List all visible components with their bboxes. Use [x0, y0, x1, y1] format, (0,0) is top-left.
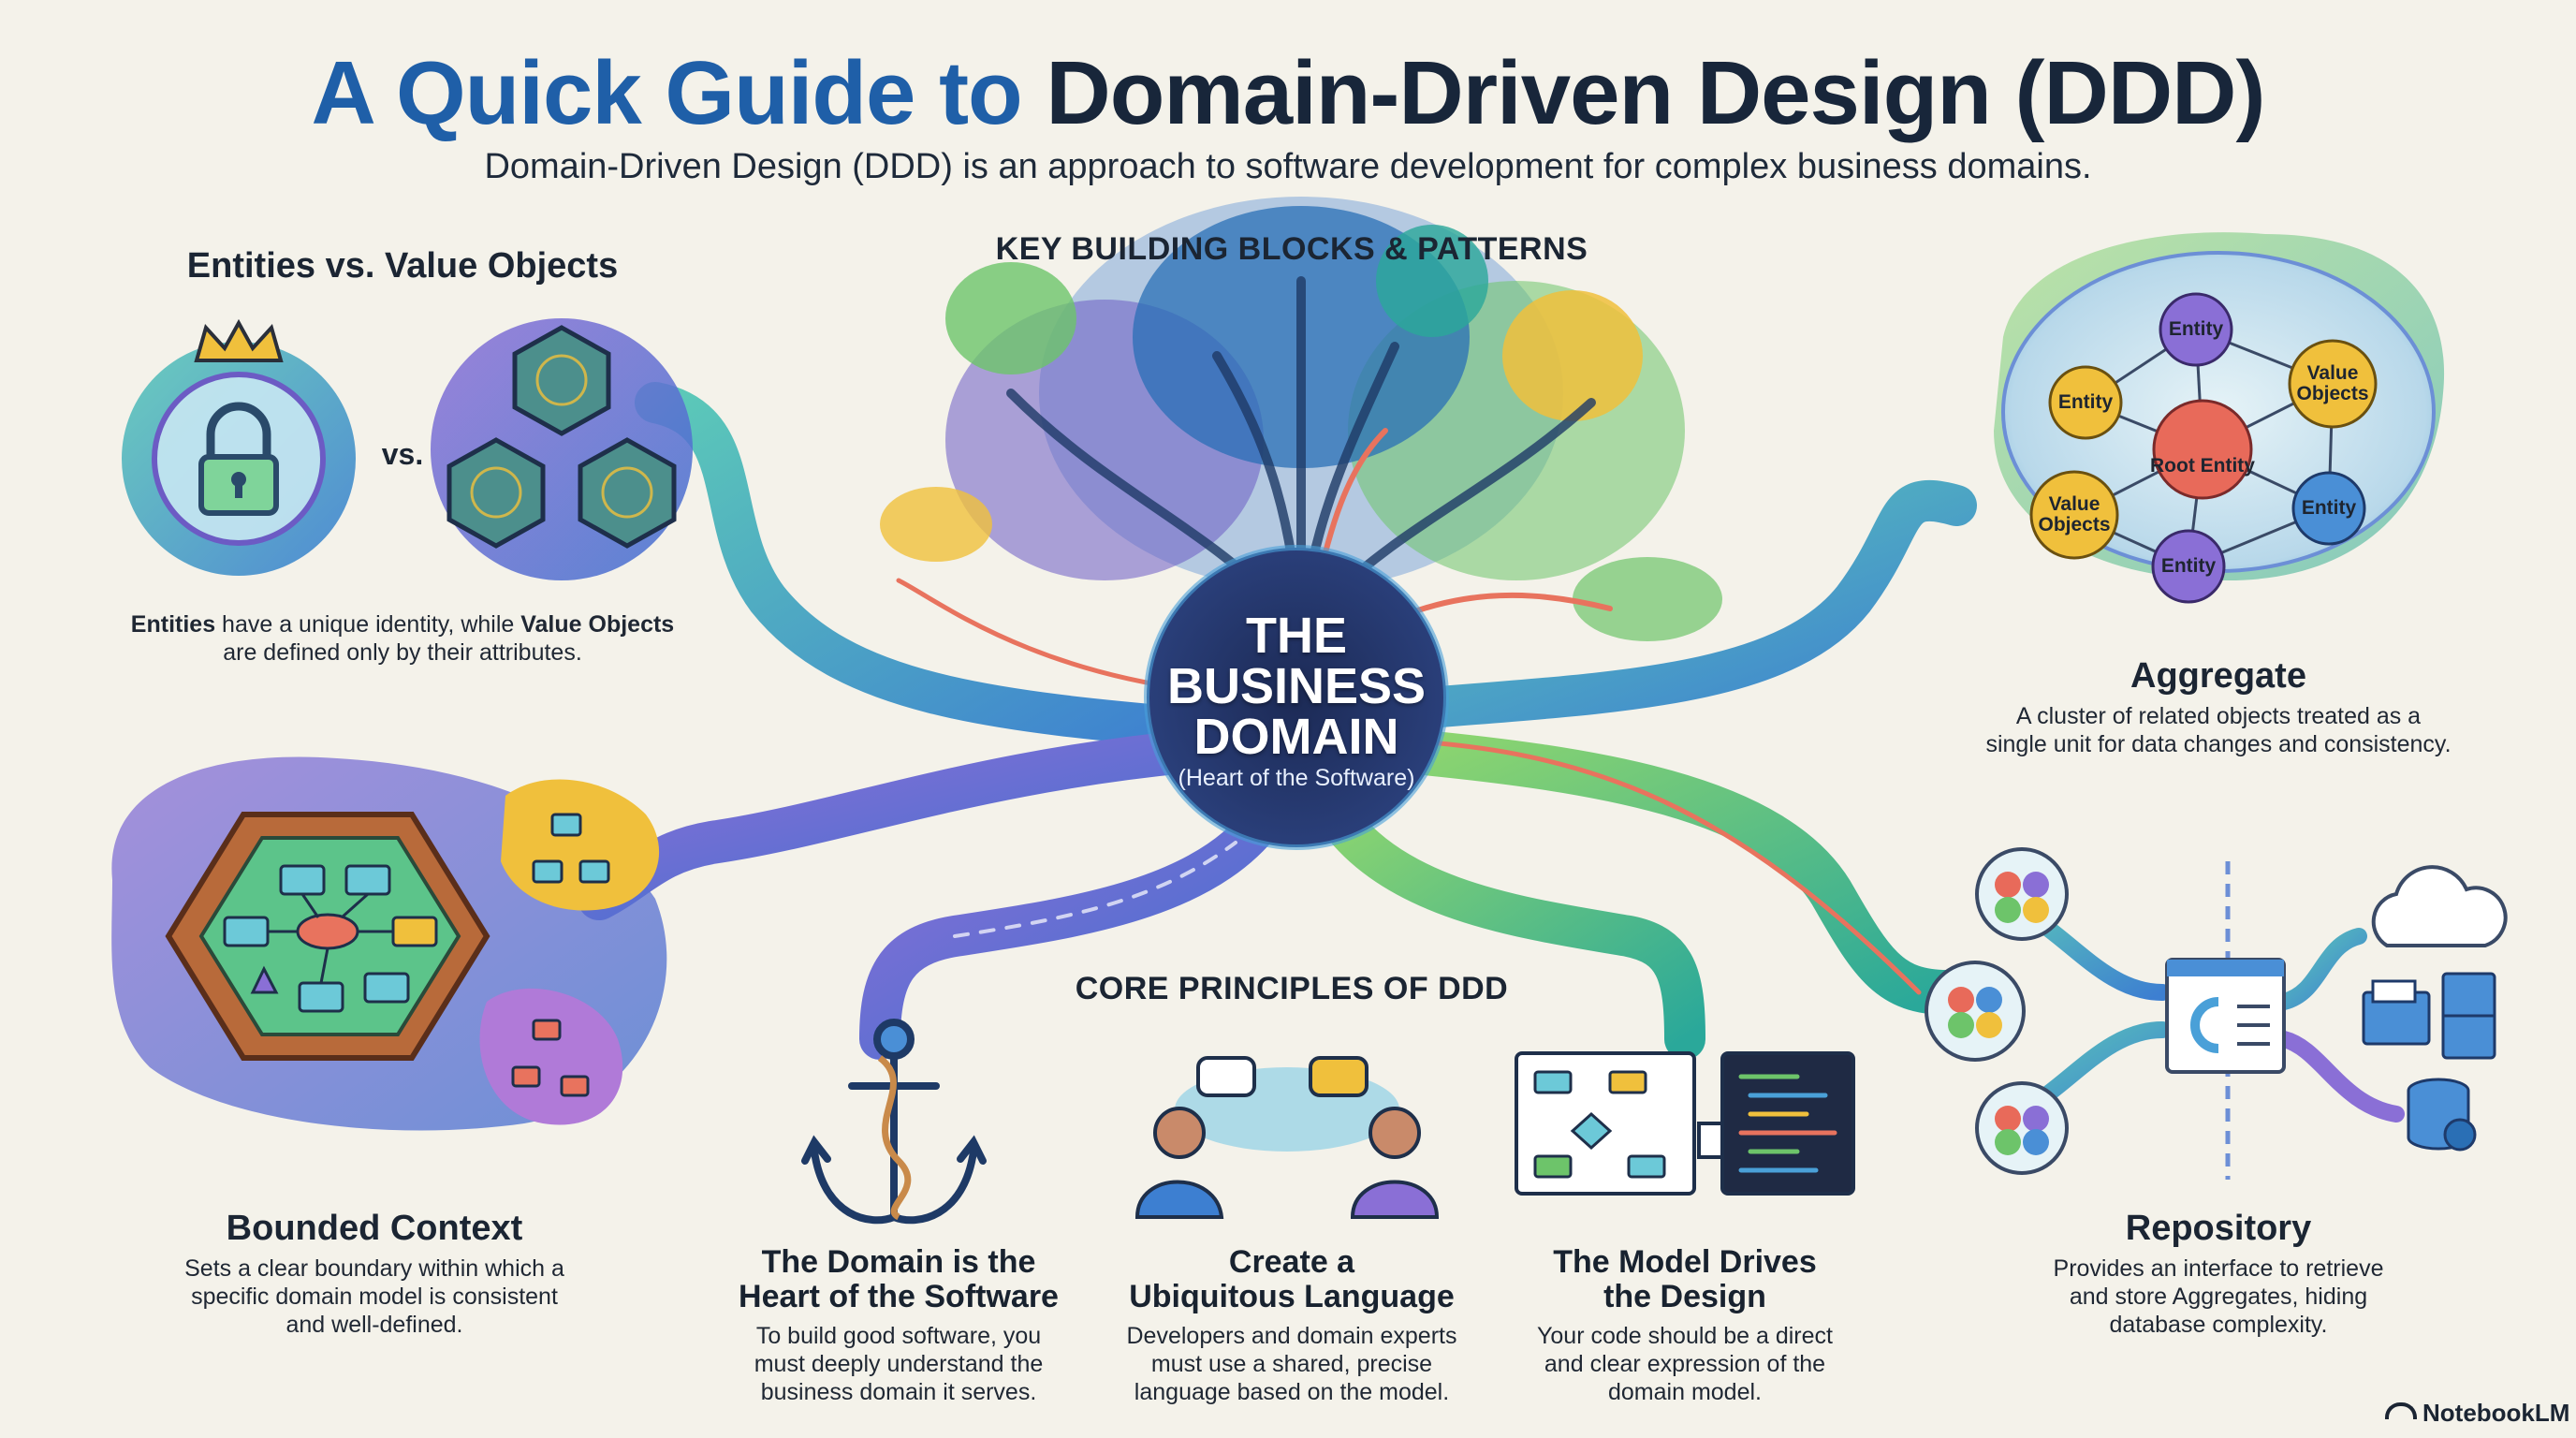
repository-title: Repository	[2125, 1209, 2312, 1248]
principle-1-desc-line3: business domain it serves.	[760, 1379, 1037, 1405]
principle-2-desc-line1: Developers and domain experts	[1126, 1323, 1457, 1349]
bounded-context-title: Bounded Context	[226, 1209, 523, 1248]
aggregate-title: Aggregate	[2130, 656, 2306, 696]
bounded-context-desc-line2: specific domain model is consistent	[191, 1284, 558, 1310]
principle-domain-heart-title: The Domain is the Heart of the Software	[721, 1245, 1076, 1313]
center-line2: BUSINESS	[1166, 658, 1427, 714]
principle-2-title-line2: Ubiquitous Language	[1129, 1278, 1455, 1314]
value-objects-hexagon-icon	[431, 318, 693, 580]
aggregate-entity-left-label: Entity	[2057, 391, 2114, 413]
core-principles-heading: CORE PRINCIPLES OF DDD	[1075, 971, 1509, 1006]
aggregate-desc-line2: single unit for data changes and consist…	[1985, 731, 2452, 757]
bounded-context-illustration	[111, 756, 667, 1131]
cabinet-icon	[2441, 972, 2496, 1060]
anchor-icon	[801, 1019, 987, 1225]
aggregate-node-entity-left	[2048, 365, 2123, 440]
domain-tree-crown	[880, 197, 1722, 649]
principle-3-title-line1: The Model Drives	[1553, 1244, 1817, 1280]
principle-1-desc-line1: To build good software, you	[755, 1323, 1042, 1349]
principle-3-title-line2: the Design	[1603, 1278, 1766, 1314]
entities-vs-value-desc: Entities have a unique identity, while V…	[94, 610, 711, 667]
desc-mid: have a unique identity, while	[215, 611, 521, 638]
desc-entities: Entities	[130, 611, 216, 638]
aggregate-root-label: Root Entity	[2150, 455, 2255, 477]
principle-3-desc-line1: Your code should be a direct	[1537, 1323, 1833, 1349]
principle-1-title-line1: The Domain is the	[761, 1244, 1036, 1280]
aggregate-desc-line1: A cluster of related objects treated as …	[2015, 703, 2422, 729]
repository-desc-line1: Provides an interface to retrieve	[2053, 1255, 2384, 1282]
aggregate-entity-right-label: Entity	[2301, 497, 2357, 519]
aggregate-entity-bottom-label: Entity	[2160, 555, 2217, 577]
principle-ubiquitous-language-desc: Developers and domain experts must use a…	[1095, 1322, 1488, 1406]
principle-ubiquitous-language-title: Create a Ubiquitous Language	[1105, 1245, 1479, 1313]
repository-desc-line3: database complexity.	[2109, 1312, 2328, 1338]
bounded-context-desc-line3: and well-defined.	[285, 1312, 463, 1338]
domain-branches	[578, 382, 1977, 1060]
repository-illustration	[1925, 847, 2508, 1180]
entities-vs-value-title: Entities vs. Value Objects	[186, 246, 619, 286]
principle-3-desc-line2: and clear expression of the	[1544, 1351, 1826, 1377]
building-blocks-heading: KEY BUILDING BLOCKS & PATTERNS	[995, 231, 1588, 267]
page-title: A Quick Guide to Domain-Driven Design (D…	[0, 39, 2576, 147]
principle-2-desc-line3: language based on the model.	[1134, 1379, 1450, 1405]
cloud-icon	[2371, 865, 2508, 947]
page-title-part1: A Quick Guide to	[311, 43, 1023, 143]
aggregate-cluster	[1994, 232, 2445, 604]
database-icon	[2407, 1078, 2477, 1152]
principle-1-desc-line2: must deeply understand the	[754, 1351, 1044, 1377]
aggregate-desc: A cluster of related objects treated as …	[1928, 702, 2509, 758]
aggregate-node-value-right	[2288, 339, 2378, 429]
aggregate-node-entity-top	[2159, 292, 2233, 367]
center-line3: DOMAIN	[1193, 709, 1399, 765]
aggregate-entity-top-label: Entity	[2168, 318, 2224, 340]
principle-model-drives-design-title: The Model Drives the Design	[1507, 1245, 1863, 1313]
repository-desc: Provides an interface to retrieve and st…	[1956, 1255, 2481, 1339]
ubiquitous-language-illustration	[1134, 1056, 1440, 1219]
model-drives-design-illustration	[1515, 1051, 1855, 1196]
aggregate-node-root	[2152, 399, 2253, 500]
business-domain-core	[1147, 548, 1446, 847]
aggregate-node-value-left	[2029, 470, 2119, 560]
principle-2-desc-line2: must use a shared, precise	[1150, 1351, 1433, 1377]
principle-domain-heart-desc: To build good software, you must deeply …	[721, 1322, 1076, 1406]
notebooklm-brand: NotebookLM	[2385, 1399, 2569, 1428]
center-line1: THE	[1246, 608, 1347, 664]
desc-end: are defined only by their attributes.	[223, 639, 582, 666]
speech-bubble-icon	[1196, 1056, 1368, 1097]
folder-icon	[2362, 979, 2431, 1046]
vs-label: vs.	[381, 437, 424, 471]
aggregate-value-right-label: Value Objects	[2296, 362, 2369, 405]
desc-value-objects: Value Objects	[520, 611, 675, 638]
principle-model-drives-design-desc: Your code should be a direct and clear e…	[1507, 1322, 1863, 1406]
principle-3-desc-line3: domain model.	[1608, 1379, 1762, 1405]
principle-2-title-line1: Create a	[1228, 1244, 1355, 1280]
business-domain-title: THE BUSINESS DOMAIN	[1142, 610, 1451, 762]
aggregate-node-entity-bottom	[2151, 529, 2226, 604]
aggregate-node-entity-right	[2291, 471, 2366, 546]
notebooklm-icon	[2385, 1402, 2417, 1419]
principle-1-title-line2: Heart of the Software	[739, 1278, 1059, 1314]
bounded-context-desc-line1: Sets a clear boundary within which a	[184, 1255, 564, 1282]
crown-icon	[194, 318, 284, 362]
aggregate-value-left-label: Value Objects	[2038, 493, 2111, 536]
page-title-part2: Domain-Driven Design (DDD)	[1046, 43, 2265, 143]
business-domain-subtitle: (Heart of the Software)	[1178, 765, 1415, 791]
page-subtitle: Domain-Driven Design (DDD) is an approac…	[484, 147, 2092, 186]
code-window-icon	[1720, 1051, 1855, 1196]
entity-lock-icon	[122, 342, 356, 576]
repository-desc-line2: and store Aggregates, hiding	[2069, 1284, 2368, 1310]
brand-name: NotebookLM	[2422, 1399, 2570, 1427]
bounded-context-desc: Sets a clear boundary within which a spe…	[103, 1255, 646, 1339]
